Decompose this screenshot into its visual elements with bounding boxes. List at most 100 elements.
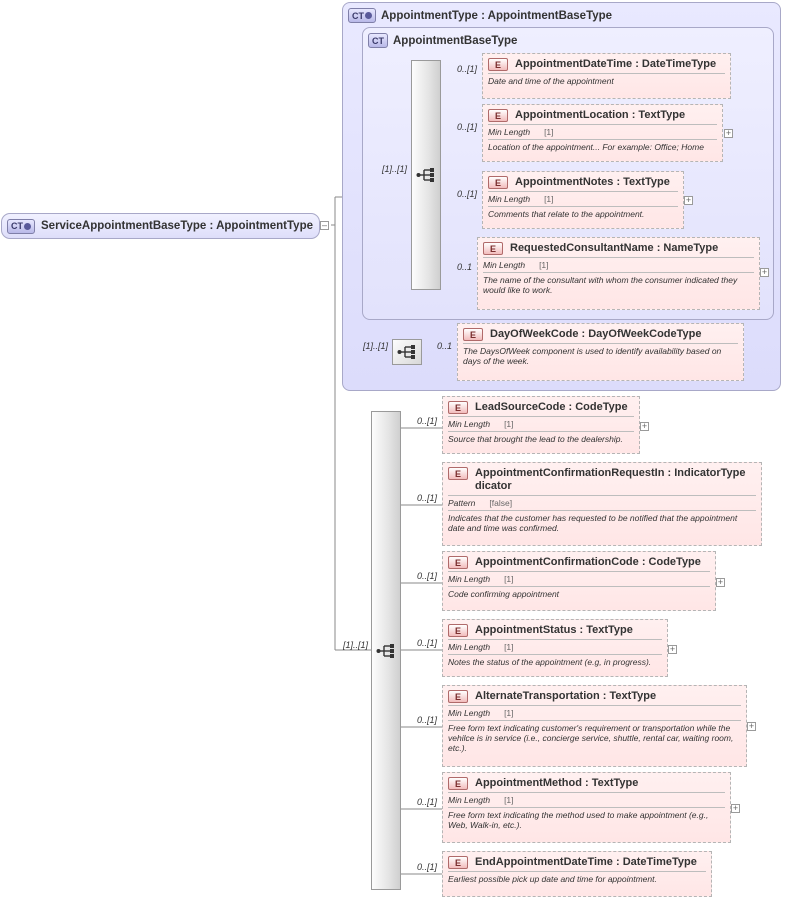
main-sequence-compositor[interactable] xyxy=(371,411,401,890)
root-type-title: ServiceAppointmentBaseType : Appointment… xyxy=(41,220,313,232)
element-documentation: Location of the appointment... For examp… xyxy=(488,142,704,152)
sequence-icon xyxy=(416,168,434,182)
element-appointment-notes[interactable]: E AppointmentNotes : TextType Min Length [… xyxy=(482,171,684,229)
element-icon: E xyxy=(448,401,468,414)
expand-toggle[interactable]: + xyxy=(716,577,725,587)
element-documentation: Earliest possible pick up date and time … xyxy=(448,874,657,884)
element-documentation: Free form text indicating the method use… xyxy=(448,810,709,830)
element-documentation: The name of the consultant with whom the… xyxy=(483,275,738,295)
root-collapse-toggle[interactable]: – xyxy=(320,220,329,230)
element-multiplicity: 0..1 xyxy=(437,341,453,351)
facet-name: Min Length xyxy=(448,419,491,429)
expand-toggle[interactable]: + xyxy=(760,267,769,277)
element-documentation: Date and time of the appointment xyxy=(488,76,614,86)
expand-toggle[interactable]: + xyxy=(668,644,677,654)
facet-name: Min Length xyxy=(488,127,531,137)
outer-sequence-multiplicity: [1]..[1] xyxy=(363,341,389,351)
outer-sequence-compositor[interactable] xyxy=(392,339,422,365)
element-documentation: Code confirming appointment xyxy=(448,589,560,599)
element-multiplicity: 0..[1] xyxy=(457,189,478,199)
complex-type-icon: CT xyxy=(7,218,35,234)
element-documentation: Free form text indicating customer's req… xyxy=(448,723,734,753)
facet-value: [1] xyxy=(539,260,549,270)
facet-value: [1] xyxy=(544,194,554,204)
facet-row: Pattern [false] xyxy=(443,496,761,510)
complex-type-icon: CT xyxy=(348,8,376,23)
sequence-icon xyxy=(397,345,415,359)
element-documentation: Comments that relate to the appointment. xyxy=(488,209,645,219)
element-documentation: Source that brought the lead to the deal… xyxy=(448,434,623,444)
facet-name: Min Length xyxy=(448,574,491,584)
element-multiplicity: 0..[1] xyxy=(417,797,438,807)
element-alternate-transportation[interactable]: E AlternateTransportation : TextType Min … xyxy=(442,685,747,767)
element-icon: E xyxy=(483,242,503,255)
element-title: AlternateTransportation : TextType xyxy=(475,690,657,702)
element-multiplicity: 0..[1] xyxy=(417,638,438,648)
appointment-base-type-title: AppointmentBaseType xyxy=(393,34,518,47)
element-multiplicity: 0..[1] xyxy=(457,122,478,132)
facet-row: Min Length [1] xyxy=(443,572,715,586)
element-icon: E xyxy=(448,467,468,480)
facet-value: [1] xyxy=(544,127,554,137)
element-documentation: Notes the status of the appointment (e.g… xyxy=(448,657,652,667)
inner-sequence-compositor[interactable] xyxy=(411,60,441,290)
facet-name: Pattern xyxy=(448,498,476,508)
facet-row: Min Length [1] xyxy=(478,258,759,272)
element-title: AppointmentMethod : TextType xyxy=(475,777,639,789)
facet-row: Min Length [1] xyxy=(483,192,683,206)
element-icon: E xyxy=(488,176,508,189)
facet-value: [false] xyxy=(489,498,513,508)
facet-name: Min Length xyxy=(483,260,526,270)
expand-toggle[interactable]: + xyxy=(640,421,649,431)
element-title: EndAppointmentDateTime : DateTimeType xyxy=(475,856,697,868)
element-title: AppointmentNotes : TextType xyxy=(515,176,670,188)
facet-value: [1] xyxy=(504,574,514,584)
sequence-icon xyxy=(376,643,394,658)
facet-row: Min Length [1] xyxy=(443,417,639,431)
facet-value: [1] xyxy=(504,708,514,718)
element-appointment-method[interactable]: E AppointmentMethod : TextType Min Length… xyxy=(442,772,731,843)
element-documentation: Indicates that the customer has requeste… xyxy=(448,513,738,533)
element-multiplicity: 0..[1] xyxy=(417,715,438,725)
facet-row: Min Length [1] xyxy=(483,125,722,139)
expand-toggle[interactable]: + xyxy=(747,721,756,731)
element-icon: E xyxy=(463,328,483,341)
element-icon: E xyxy=(448,777,468,790)
element-title: AppointmentLocation : TextType xyxy=(515,109,686,121)
expand-toggle[interactable]: + xyxy=(684,195,693,205)
inner-sequence-multiplicity: [1]..[1] xyxy=(382,164,408,174)
element-icon: E xyxy=(448,690,468,703)
element-day-of-week-code[interactable]: E DayOfWeekCode : DayOfWeekCodeType The D… xyxy=(457,323,744,381)
element-multiplicity: 0..[1] xyxy=(417,416,438,426)
facet-name: Min Length xyxy=(488,194,531,204)
expand-toggle[interactable]: + xyxy=(724,128,733,138)
facet-name: Min Length xyxy=(448,708,491,718)
facet-row: Min Length[1] xyxy=(443,793,730,807)
element-title: RequestedConsultantName : NameType xyxy=(510,242,719,254)
complex-type-icon: CT xyxy=(368,33,388,48)
element-multiplicity: 0..[1] xyxy=(457,64,478,74)
element-multiplicity: 0..[1] xyxy=(417,571,438,581)
element-title: AppointmentStatus : TextType xyxy=(475,624,633,636)
root-complex-type[interactable]: CT ServiceAppointmentBaseType : Appointm… xyxy=(1,213,320,239)
facet-value: [1] xyxy=(504,419,514,429)
element-title: DayOfWeekCode : DayOfWeekCodeType xyxy=(490,328,702,340)
element-icon: E xyxy=(448,556,468,569)
element-icon: E xyxy=(488,109,508,122)
element-title: AppointmentConfirmationCode : CodeType xyxy=(475,556,701,568)
expand-toggle[interactable]: + xyxy=(731,803,740,813)
appointment-type-title: AppointmentType : AppointmentBaseType xyxy=(381,9,613,22)
main-sequence-multiplicity: [1]..[1] xyxy=(343,640,369,650)
facet-value: [1] xyxy=(504,642,514,652)
element-appointment-location[interactable]: E AppointmentLocation : TextType Min Leng… xyxy=(482,104,723,162)
element-requested-consultant-name[interactable]: E RequestedConsultantName : NameType Min … xyxy=(477,237,760,310)
facet-value: [1] xyxy=(504,795,514,805)
element-end-appointment-date-time[interactable]: E EndAppointmentDateTime : DateTimeType E… xyxy=(442,851,712,897)
element-documentation: The DaysOfWeek component is used to iden… xyxy=(463,346,722,366)
element-icon: E xyxy=(448,856,468,869)
